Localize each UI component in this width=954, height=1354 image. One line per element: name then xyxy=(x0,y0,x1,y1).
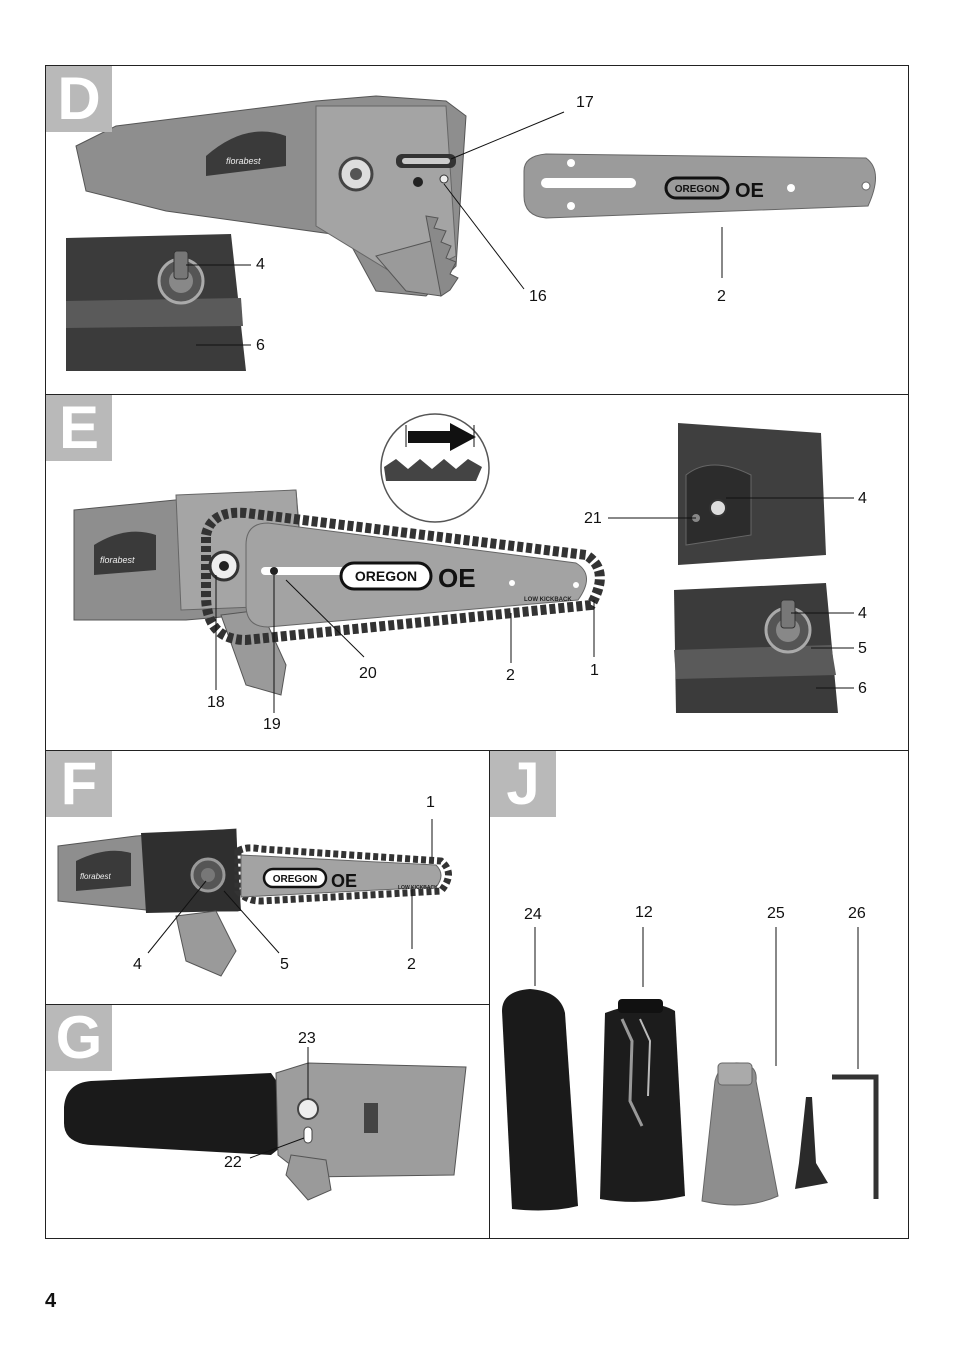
florabest-logo-d: florabest xyxy=(226,156,261,166)
callout-e-18: 18 xyxy=(207,694,225,711)
callout-e-2: 2 xyxy=(506,667,515,684)
figure-frame xyxy=(45,65,909,1239)
callout-e-4-bottom: 4 xyxy=(858,605,867,622)
panel-f: florabest OREGON OE LOW KICKBACK F 1 4 5… xyxy=(46,751,489,1004)
panel-g-letter: G xyxy=(46,1005,112,1071)
oregon-logo-d: OREGON xyxy=(675,184,719,195)
panel-g: G 23 22 xyxy=(46,1005,489,1238)
kickback-label-f: LOW KICKBACK xyxy=(398,885,438,891)
callout-j-25: 25 xyxy=(767,905,785,922)
callout-2: 2 xyxy=(717,288,726,305)
panel-d-letter: D xyxy=(46,66,112,132)
panel-d-illustration: florabest OREGON OE xyxy=(66,95,876,371)
callout-j-12: 12 xyxy=(635,904,653,921)
panel-e: florabest OREGON OE LOW KICKBACK xyxy=(46,395,908,750)
oe-logo-e: OE xyxy=(438,563,476,593)
panel-d: florabest OREGON OE D 17 16 2 4 xyxy=(46,66,908,394)
callout-e-4-top: 4 xyxy=(858,490,867,507)
callout-g-23: 23 xyxy=(298,1030,316,1047)
divider-d-e xyxy=(45,394,909,395)
divider-e-fj xyxy=(45,750,909,751)
callout-f-1: 1 xyxy=(426,794,435,811)
panel-f-letter: F xyxy=(46,751,112,817)
oregon-logo-e: OREGON xyxy=(355,568,417,584)
oe-logo-d: OE xyxy=(735,180,764,202)
callout-f-4: 4 xyxy=(133,956,142,973)
callout-16: 16 xyxy=(529,288,547,305)
page-number: 4 xyxy=(45,1290,57,1312)
kickback-label-e: LOW KICKBACK xyxy=(524,597,572,603)
panel-g-illustration xyxy=(64,1047,467,1201)
callout-e-20: 20 xyxy=(359,665,377,682)
panel-e-illustration: florabest OREGON OE LOW KICKBACK xyxy=(73,413,854,713)
callout-6: 6 xyxy=(256,337,265,354)
panel-f-illustration: florabest OREGON OE LOW KICKBACK xyxy=(57,819,452,977)
panel-j: J 24 12 25 26 xyxy=(490,751,908,1238)
oregon-logo-f: OREGON xyxy=(273,874,317,885)
callout-e-1: 1 xyxy=(590,662,599,679)
callout-j-24: 24 xyxy=(524,906,542,923)
callout-g-22: 22 xyxy=(224,1154,242,1171)
callout-e-19: 19 xyxy=(263,716,281,733)
panel-j-letter: J xyxy=(490,751,556,817)
callout-17: 17 xyxy=(576,94,594,111)
callout-f-2: 2 xyxy=(407,956,416,973)
divider-f-g xyxy=(45,1004,489,1005)
callout-e-5: 5 xyxy=(858,640,867,657)
oe-logo-f: OE xyxy=(331,871,357,891)
callout-4: 4 xyxy=(256,256,265,273)
panel-j-illustration xyxy=(502,927,879,1211)
panel-e-letter: E xyxy=(46,395,112,461)
callout-e-21: 21 xyxy=(584,510,602,527)
divider-fg-j xyxy=(489,750,490,1239)
callout-f-5: 5 xyxy=(280,956,289,973)
callout-j-26: 26 xyxy=(848,905,866,922)
florabest-logo-f: florabest xyxy=(80,872,111,881)
florabest-logo-e: florabest xyxy=(100,555,135,565)
callout-e-6: 6 xyxy=(858,680,867,697)
